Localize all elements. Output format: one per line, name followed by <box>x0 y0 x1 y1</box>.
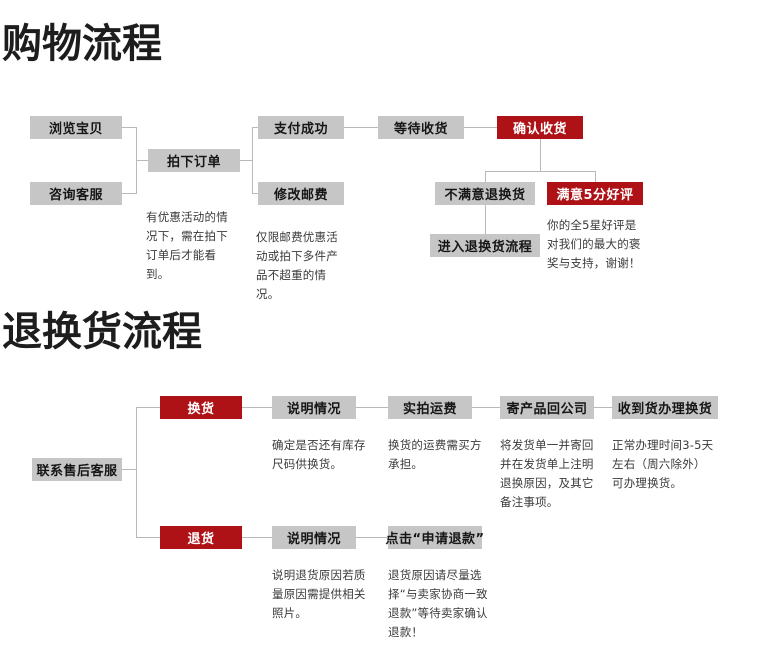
connector-right-bracket-vertical <box>252 127 253 194</box>
box-contact-after-sales[interactable]: 联系售后客服 <box>32 458 122 481</box>
box-enter-return-flow[interactable]: 进入退换货流程 <box>430 234 540 257</box>
returns-section-title: 退换货流程 <box>2 309 202 355</box>
connector-contact-to-bracket <box>122 469 136 470</box>
box-consult-service[interactable]: 咨询客服 <box>30 182 122 205</box>
connector-refund-to-explain <box>242 537 272 538</box>
connector-bracket-to-exchange <box>136 407 160 408</box>
connector-branch-to-five-star <box>595 171 596 182</box>
note-click-apply-refund: 退货原因请尽量选择“与卖家协商一致退款”等待卖家确认退款！ <box>388 568 488 639</box>
box-unsatisfied-return[interactable]: 不满意退换货 <box>435 182 535 205</box>
connector-branch-to-unsatisfied <box>485 171 486 182</box>
box-click-apply-refund[interactable]: 点击“申请退款” <box>385 526 484 549</box>
note-real-shipping-fee: 换货的运费需买方承担。 <box>388 438 482 471</box>
connector-exchange-to-explain <box>242 407 272 408</box>
box-place-order[interactable]: 拍下订单 <box>148 149 240 172</box>
connector-bracket-to-place-order <box>136 160 148 161</box>
connector-bracket-to-refund <box>136 537 160 538</box>
box-exchange-explain[interactable]: 说明情况 <box>272 396 356 419</box>
connector-pay-to-waiting <box>344 127 378 128</box>
box-receive-and-process[interactable]: 收到货办理换货 <box>612 396 718 419</box>
box-pay-success[interactable]: 支付成功 <box>258 116 344 139</box>
note-exchange-explain: 确定是否还有库存尺码供换货。 <box>272 438 366 471</box>
note-refund-explain: 说明退货原因若质量原因需提供相关照片。 <box>272 568 366 620</box>
note-place-order: 有优惠活动的情况下，需在拍下订单后才能看到。 <box>146 210 228 281</box>
connector-unsatisfied-to-enter-flow <box>485 205 486 234</box>
box-five-star-review[interactable]: 满意5分好评 <box>547 182 643 205</box>
note-five-star-review: 你的全5星好评是对我们的最大的褒奖与支持，谢谢！ <box>547 218 641 270</box>
box-waiting-receive[interactable]: 等待收货 <box>378 116 464 139</box>
box-exchange[interactable]: 换货 <box>160 396 242 419</box>
box-confirm-receive[interactable]: 确认收货 <box>497 116 583 139</box>
box-modify-shipping-fee[interactable]: 修改邮费 <box>258 182 344 205</box>
connector-confirm-branch-horizontal <box>485 171 595 172</box>
connector-confirm-down <box>540 139 541 171</box>
note-modify-shipping-fee: 仅限邮费优惠活动或拍下多件产品不超重的情况。 <box>256 230 338 301</box>
box-refund-explain[interactable]: 说明情况 <box>272 526 356 549</box>
connector-waiting-to-confirm <box>464 127 497 128</box>
connector-place-order-to-bracket <box>240 160 252 161</box>
note-receive-and-process: 正常办理时间3-5天左右（周六除外）可办理换货。 <box>612 438 714 490</box>
box-real-shipping-fee[interactable]: 实拍运费 <box>388 396 472 419</box>
connector-bracket-to-pay-success <box>252 127 258 128</box>
box-refund[interactable]: 退货 <box>160 526 242 549</box>
connector-refund-explain-to-apply <box>356 537 388 538</box>
connector-consult-to-bracket <box>122 193 136 194</box>
connector-explain-to-shipping-fee <box>356 407 388 408</box>
connector-browse-to-bracket <box>122 127 136 128</box>
connector-returns-bracket-vertical <box>136 407 137 538</box>
note-send-product-back: 将发货单一并寄回并在发货单上注明退换原因，及其它备注事项。 <box>500 438 594 509</box>
box-browse-product[interactable]: 浏览宝贝 <box>30 116 122 139</box>
connector-send-back-to-receive <box>594 407 612 408</box>
box-send-product-back[interactable]: 寄产品回公司 <box>500 396 594 419</box>
shopping-section-title: 购物流程 <box>2 21 162 67</box>
connector-bracket-to-modify-shipping <box>252 193 258 194</box>
connector-shipping-fee-to-send-back <box>472 407 500 408</box>
